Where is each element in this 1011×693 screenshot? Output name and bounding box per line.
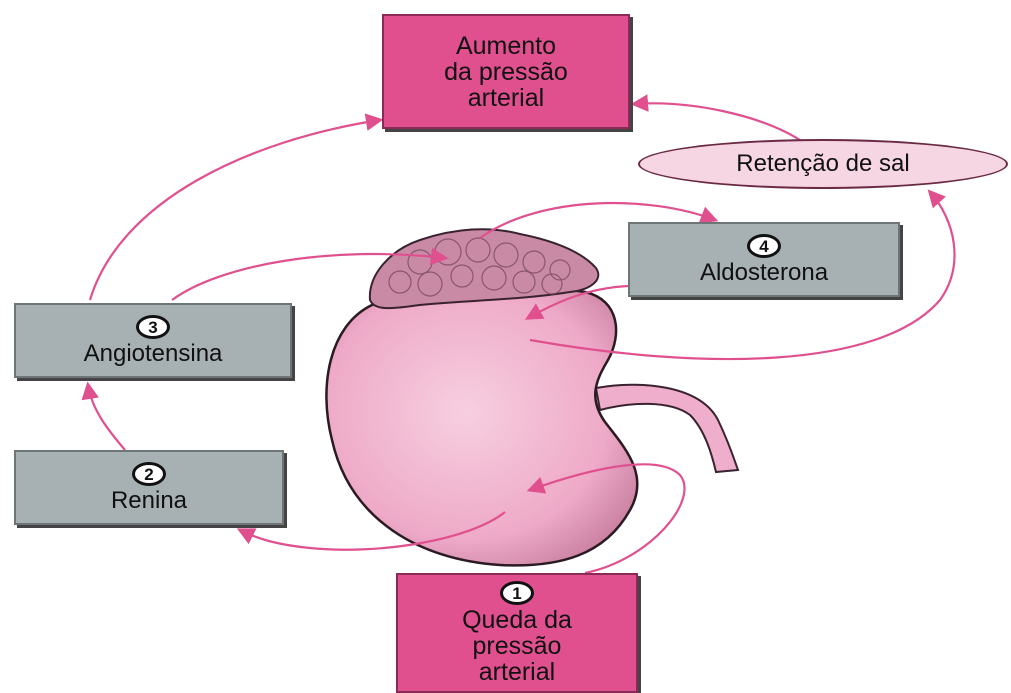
kidney-shape <box>326 287 637 565</box>
aumento-label: Aumento da pressão arterial <box>444 33 568 111</box>
box-aumento-pressao: Aumento da pressão arterial <box>382 14 630 129</box>
box-step-3-angiotensina: 3 Angiotensina <box>14 303 292 378</box>
arrow-renina-to-angio <box>88 385 125 450</box>
arrow-angio-to-aumento <box>90 120 380 300</box>
box-step-2-renina: 2 Renina <box>14 450 284 525</box>
step-number-3: 3 <box>136 315 170 339</box>
step-number-1: 1 <box>500 581 534 605</box>
renina-label: Renina <box>111 488 187 513</box>
retencao-label: Retenção de sal <box>736 150 909 178</box>
step-number-4: 4 <box>747 234 781 258</box>
box-step-4-aldosterona: 4 Aldosterona <box>628 222 900 297</box>
queda-label: Queda da pressão arterial <box>462 607 572 685</box>
box-step-1-queda-pressao: 1 Queda da pressão arterial <box>396 573 638 693</box>
aldosterona-label: Aldosterona <box>700 260 828 285</box>
arrow-sal-to-aumento <box>634 103 800 140</box>
angiotensina-label: Angiotensina <box>84 341 223 366</box>
ellipse-retencao-sal: Retenção de sal <box>638 139 1008 189</box>
step-number-2: 2 <box>132 462 166 486</box>
